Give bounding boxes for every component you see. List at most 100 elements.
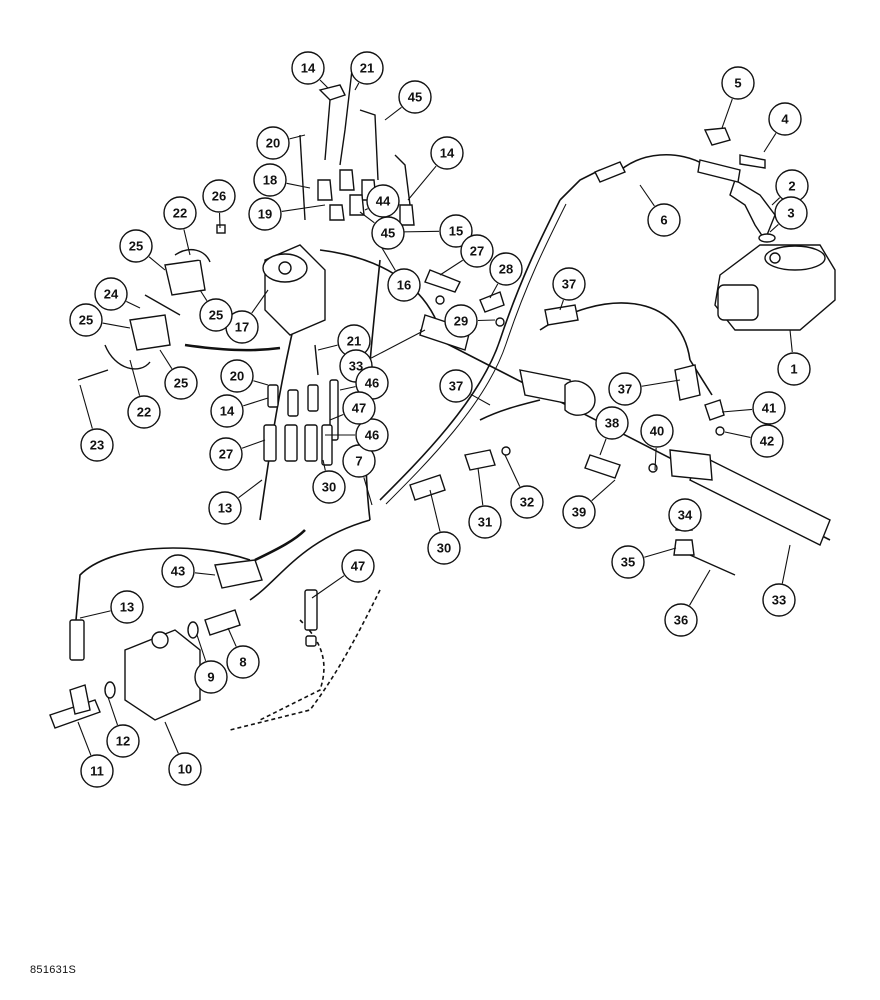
o-ring [187,621,199,639]
fitting-sleeve [69,619,85,661]
fitting-sleeve [284,424,298,462]
callout-circle [355,418,389,452]
callout-number: 14 [301,61,316,76]
leader-line [281,204,326,213]
callout-number: 29 [454,314,468,329]
pump-port-block [717,284,759,321]
callout-number: 31 [478,515,492,530]
fitting-sleeve [267,384,279,408]
callout-number: 40 [650,424,664,439]
callout-number: 47 [352,401,366,416]
callout-circle [366,184,400,218]
callout-circle [208,491,242,525]
callout-circle [640,414,674,448]
callout-circle [69,303,103,337]
hose-line [229,589,381,731]
callout-circle [127,395,161,429]
figure-id-label: 851631S [30,964,77,976]
flow-divider-valve [124,629,201,721]
callout-circle [444,304,478,338]
hex-fitting [317,179,333,201]
tube [339,69,353,166]
callout-circle [371,216,405,250]
hose-end [697,159,741,183]
leader-line [363,477,373,506]
fitting-sleeve [321,424,333,466]
callout-number: 15 [449,224,463,239]
callout-number: 33 [349,359,363,374]
callout-number: 38 [605,416,619,431]
leader-line [721,98,733,129]
callout-circle [94,277,128,311]
callout-number: 25 [174,376,188,391]
leader-line [384,106,402,121]
callout-circle [163,196,197,230]
hex-fitting [339,169,355,191]
leader-line [102,322,131,329]
valve-port [151,631,169,649]
callout-circle [199,298,233,332]
leader-line [407,165,437,201]
assembly-arrow [184,343,281,352]
callout-number: 30 [322,480,336,495]
callout-circle [161,554,195,588]
callout-number: 12 [116,734,130,749]
leader-line [364,208,369,211]
fitting-sleeve [305,635,317,647]
callout-circle [595,406,629,440]
leader-line [639,184,655,207]
leader-line [370,329,426,359]
leader-line [381,247,396,271]
leader-line [126,300,141,309]
leader-line [339,386,356,391]
leader-line [470,393,491,406]
hex-fitting [399,204,415,226]
callout-circle [194,660,228,694]
hose-end [409,474,446,501]
cylinder-end-eye [564,380,596,416]
tube-end [318,84,346,101]
callout-number: 43 [171,564,185,579]
callout-number: 19 [258,207,272,222]
callout-number: 32 [520,495,534,510]
callout-number: 9 [207,670,214,685]
leader-line [79,384,93,429]
callout-number: 44 [376,194,391,209]
callout-circle [80,754,114,788]
leader-line [763,133,777,153]
leader-line [311,575,345,599]
callout-circle [220,359,254,393]
bolt [144,294,181,316]
callout-number: 13 [120,600,134,615]
callout-number: 36 [674,613,688,628]
hose-line [479,399,541,421]
callout-number: 14 [220,404,235,419]
callout-circle [248,197,282,231]
leader-line [439,259,464,276]
leader-line [243,397,269,407]
leader-line [477,319,496,322]
callout-number: 22 [137,405,151,420]
callout-number: 8 [239,655,246,670]
callout-number: 24 [104,287,119,302]
fitting-sleeve [307,384,319,412]
callout-number: 11 [90,764,104,779]
callout-circle [510,485,544,519]
callout-number: 45 [408,90,422,105]
leader-line [199,289,208,301]
o-ring [758,233,776,243]
leader-line [654,447,657,471]
hex-fitting [349,194,365,216]
tee-fitting [464,449,496,471]
callout-circle [752,391,786,425]
callout-number: 23 [90,438,104,453]
leader-line [148,256,166,271]
callout-circle [768,102,802,136]
fitting-sleeve [287,389,299,417]
leader-line [489,283,499,299]
leader-line [183,229,191,256]
o-ring [104,681,116,699]
hose-line [249,519,371,601]
leader-line [771,197,781,206]
tee-branch [69,684,91,715]
